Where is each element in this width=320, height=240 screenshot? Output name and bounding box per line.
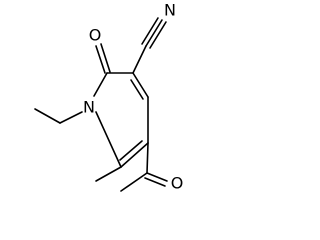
bond-nitrile-2 [141,17,159,45]
bond-acetyl-o-b [144,177,166,187]
atom-label-o-acetyl: O [171,174,184,193]
structural-formula: N O N O [34,1,184,193]
bond-c2-o-b [100,43,111,73]
atom-label-n-nitrile: N [164,1,176,20]
bond-c3-cn-carbon [132,45,147,74]
bond-n1-c2 [93,72,108,97]
bond-ch2-ch3 [34,108,61,124]
atom-label-o-ring: O [89,26,102,45]
bond-nitrile-1 [145,19,163,47]
bond-nitrile-3 [149,21,167,49]
bond-c6-n1 [95,111,122,168]
atom-label-n1: N [83,98,95,117]
bond-c3-c4 [132,72,149,98]
bond-acetyl-methyl [120,172,148,192]
bond-acetyl-o-a [146,172,168,182]
bond-c2-o-a [95,45,106,74]
bond-c6-methyl [95,166,122,182]
bond-c5-c6-inner [119,140,143,161]
bond-c3-c4-inner [130,79,144,100]
bond-c5-acetyl-carbon [146,142,149,174]
bond-c5-c6 [120,142,149,168]
bond-n1-ch2 [59,111,83,124]
